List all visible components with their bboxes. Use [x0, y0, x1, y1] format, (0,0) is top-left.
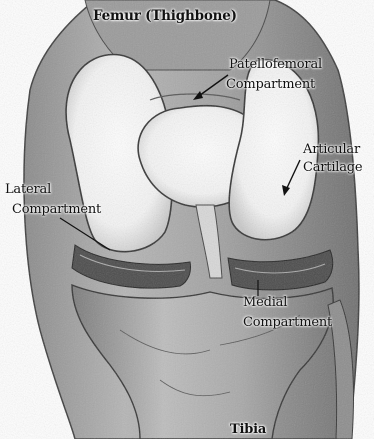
label-articular-line2: Cartilage	[303, 160, 362, 175]
label-tibia: Tibia	[230, 422, 266, 437]
label-lateral-line2: Compartment	[12, 202, 101, 217]
label-medial-line1: Medial	[243, 295, 287, 310]
label-articular-line1: Articular	[303, 142, 360, 157]
label-patellofemoral-line2: Compartment	[226, 77, 315, 92]
label-patellofemoral-line1: Patellofemoral	[229, 57, 322, 72]
label-femur: Femur (Thighbone)	[93, 9, 237, 24]
label-medial-line2: Compartment	[243, 315, 332, 330]
label-lateral-line1: Lateral	[5, 182, 51, 197]
